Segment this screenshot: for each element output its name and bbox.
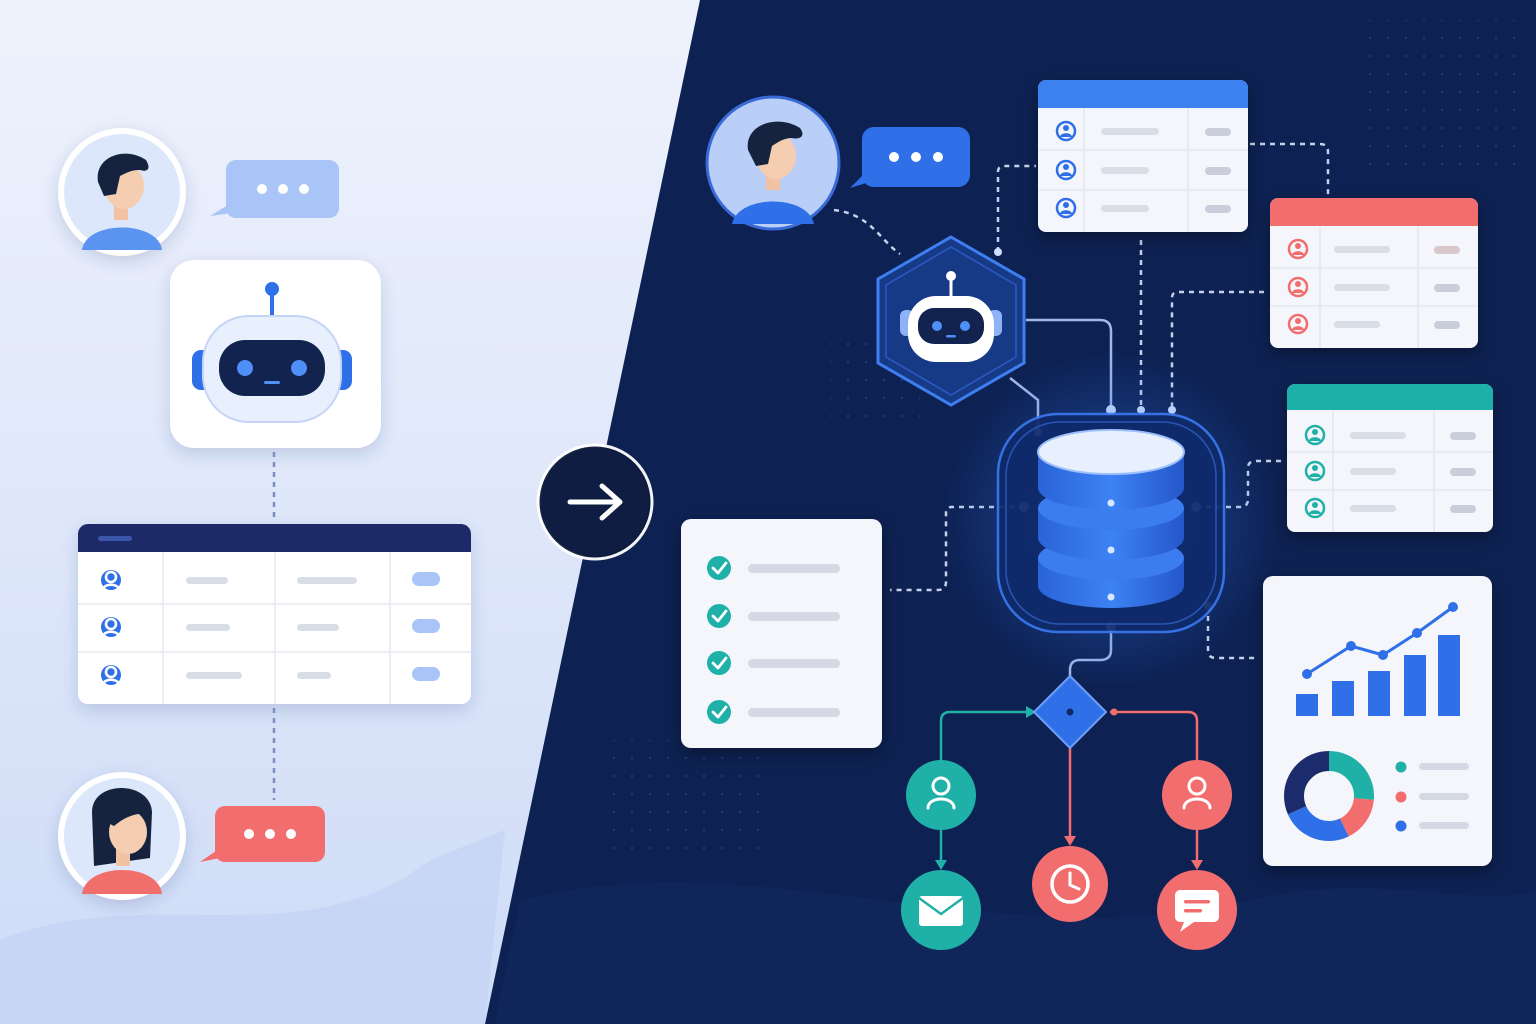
robot-card — [170, 260, 381, 448]
envelope-icon — [901, 870, 981, 950]
flow-arrowheads — [935, 706, 1203, 870]
chat-bubble-icon-right — [850, 127, 970, 188]
user-avatar-icon — [1055, 120, 1077, 142]
message-icon — [1157, 870, 1237, 950]
table-row — [101, 665, 440, 687]
user-avatar-male-right — [705, 95, 841, 231]
user-avatar-icon — [1304, 424, 1326, 446]
user-avatar-icon — [1055, 197, 1077, 219]
dot-grid-top — [1360, 20, 1530, 170]
clock-icon — [1032, 846, 1108, 922]
user-avatar-icon — [1304, 497, 1326, 519]
user-avatar-female-left — [58, 772, 186, 900]
data-table-coral-rows — [1270, 226, 1478, 348]
flow-lines — [939, 710, 1199, 862]
dot-grid-bottom — [600, 740, 760, 860]
data-table-teal — [1287, 384, 1493, 532]
checklist-card — [681, 519, 882, 748]
bar-line-chart-icon — [1296, 602, 1460, 716]
chat-bubble-icon-left-top — [210, 160, 339, 218]
light-wave-decoration — [0, 830, 505, 1024]
data-table-teal-rows — [1287, 410, 1493, 532]
check-circle-icon — [707, 700, 731, 724]
check-circle-icon — [707, 651, 731, 675]
user-avatar-icon — [1287, 276, 1309, 298]
user-avatar-male-left — [58, 128, 186, 256]
check-circle-icon — [707, 604, 731, 628]
checklist-items — [707, 556, 840, 724]
data-table-coral — [1270, 198, 1478, 348]
check-circle-icon — [707, 556, 731, 580]
database-icon — [941, 350, 1281, 690]
user-avatar-icon — [1287, 238, 1309, 260]
data-table-left-grid — [78, 552, 471, 704]
table-row — [101, 617, 440, 639]
donut-legend — [1395, 761, 1469, 832]
data-table-blue-rows — [1038, 108, 1248, 232]
table-row — [101, 570, 440, 592]
chat-bubble-icon-left-bottom — [200, 806, 325, 862]
data-table-blue — [1038, 80, 1248, 232]
diamond-decision-icon — [1032, 674, 1108, 750]
user-avatar-icon — [1055, 159, 1077, 181]
user-avatar-icon-coral — [1162, 760, 1232, 830]
user-avatar-icon — [1287, 313, 1309, 335]
donut-chart-icon — [1284, 751, 1374, 841]
robot-icon-hexagon — [876, 235, 1026, 407]
user-avatar-icon — [1304, 460, 1326, 482]
dark-wave-decoration — [495, 882, 1536, 1024]
user-avatar-icon-teal — [906, 760, 976, 830]
light-background-panel — [0, 0, 700, 1024]
arrow-right-icon — [536, 443, 654, 561]
connector-user-robot — [833, 208, 901, 256]
